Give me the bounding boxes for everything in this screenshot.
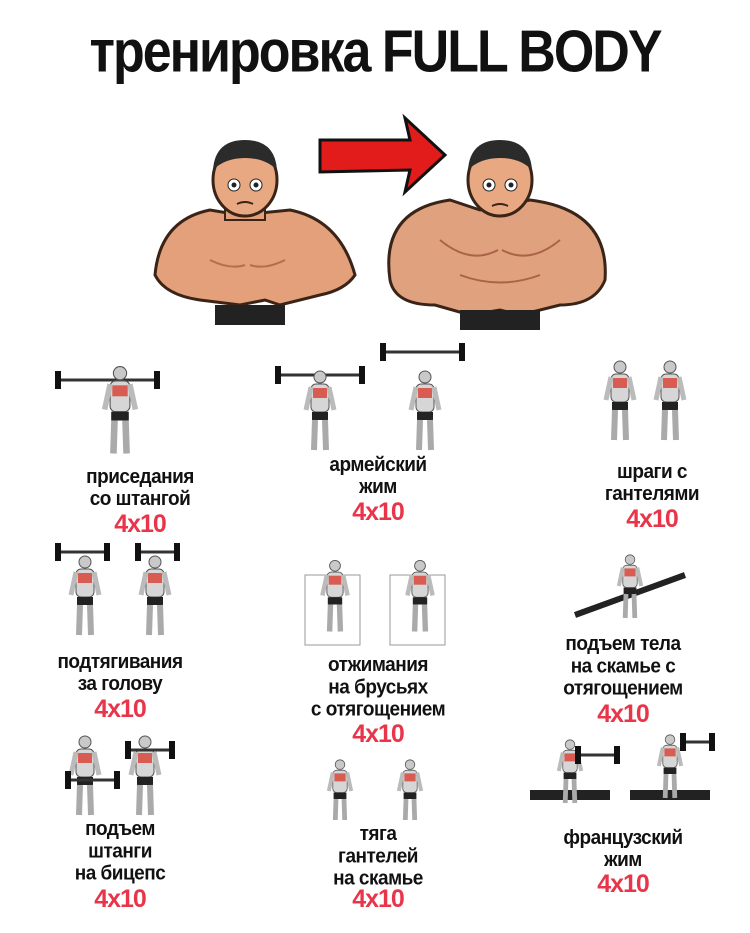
exercise-sets: 4x10 [352,498,405,526]
exercise-name: шраги с гантелями [604,460,700,506]
exercise-name: тяга гантелей на скамье [333,823,423,890]
page-title: тренировка FULL BODY [89,18,663,86]
exercise-sets: 4x10 [94,695,147,723]
dips-icon [304,559,446,646]
muscular-man-icon [387,140,607,330]
barbell-curl-icon [65,735,175,816]
exercise-sets: 4x10 [114,510,167,538]
red-arrow-icon [318,113,448,197]
dumbbell-row-icon [326,759,424,820]
exercise-sets: 4x10 [94,885,147,913]
dumbbell-shrug-icon [603,360,687,441]
exercise-name: французский жим [563,826,683,872]
skinny-man-icon [153,140,357,325]
french-press-icon [530,733,715,804]
decline-situp-icon [573,554,687,619]
exercise-name: приседания со штангой [86,465,194,511]
exercise-sets: 4x10 [352,885,405,913]
exercise-sets: 4x10 [597,700,650,728]
exercise-name: отжимания на брусьях с отягощением [310,654,446,721]
exercise-name: подъем тела на скамье с отягощением [563,633,683,700]
exercise-name: армейский жим [329,453,427,499]
overhead-press-icon [275,343,465,451]
pull-up-icon [55,543,180,636]
exercise-sets: 4x10 [597,870,650,898]
exercise-name: подъем штанги на бицепс [74,818,166,885]
barbell-squat-icon [55,366,160,454]
exercise-sets: 4x10 [352,720,405,748]
hero-illustration [153,113,607,330]
exercise-sets: 4x10 [626,505,679,533]
exercise-name: подтягивания за голову [57,650,183,696]
